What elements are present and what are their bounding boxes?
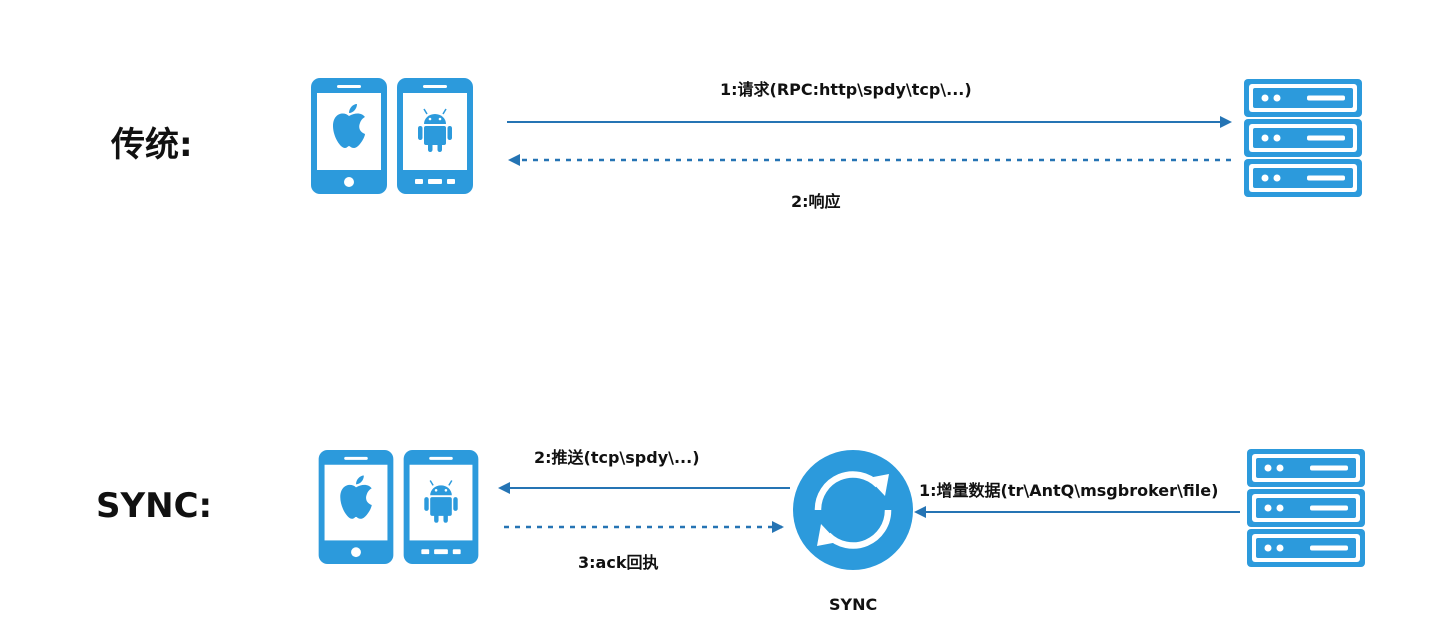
incremental-data-label: 1:增量数据(tr\AntQ\msgbroker\file) bbox=[919, 481, 1219, 500]
android-phone-icon bbox=[397, 78, 473, 194]
sync-icon bbox=[793, 450, 913, 570]
sync-section-label: SYNC: bbox=[96, 486, 213, 526]
apple-phone-icon bbox=[311, 78, 387, 194]
server-icon bbox=[1244, 79, 1362, 197]
server-icon bbox=[1247, 449, 1365, 567]
traditional-section-label: 传统: bbox=[111, 125, 193, 165]
push-label: 2:推送(tcp\spdy\...) bbox=[534, 448, 700, 467]
request-label: 1:请求(RPC:http\spdy\tcp\...) bbox=[720, 80, 972, 99]
ack-label: 3:ack回执 bbox=[578, 553, 659, 572]
sync-hub-label: SYNC bbox=[829, 595, 878, 614]
android-phone-icon bbox=[403, 450, 479, 564]
response-label: 2:响应 bbox=[791, 192, 841, 211]
apple-phone-icon bbox=[318, 450, 394, 564]
